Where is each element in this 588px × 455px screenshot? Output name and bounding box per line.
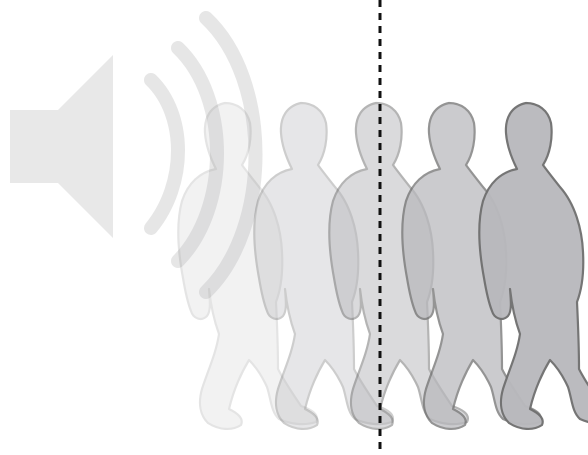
speaker-icon [10,55,113,238]
sound-wave-inner [151,80,178,228]
speaker-body [10,55,113,238]
walking-figures [178,103,588,429]
